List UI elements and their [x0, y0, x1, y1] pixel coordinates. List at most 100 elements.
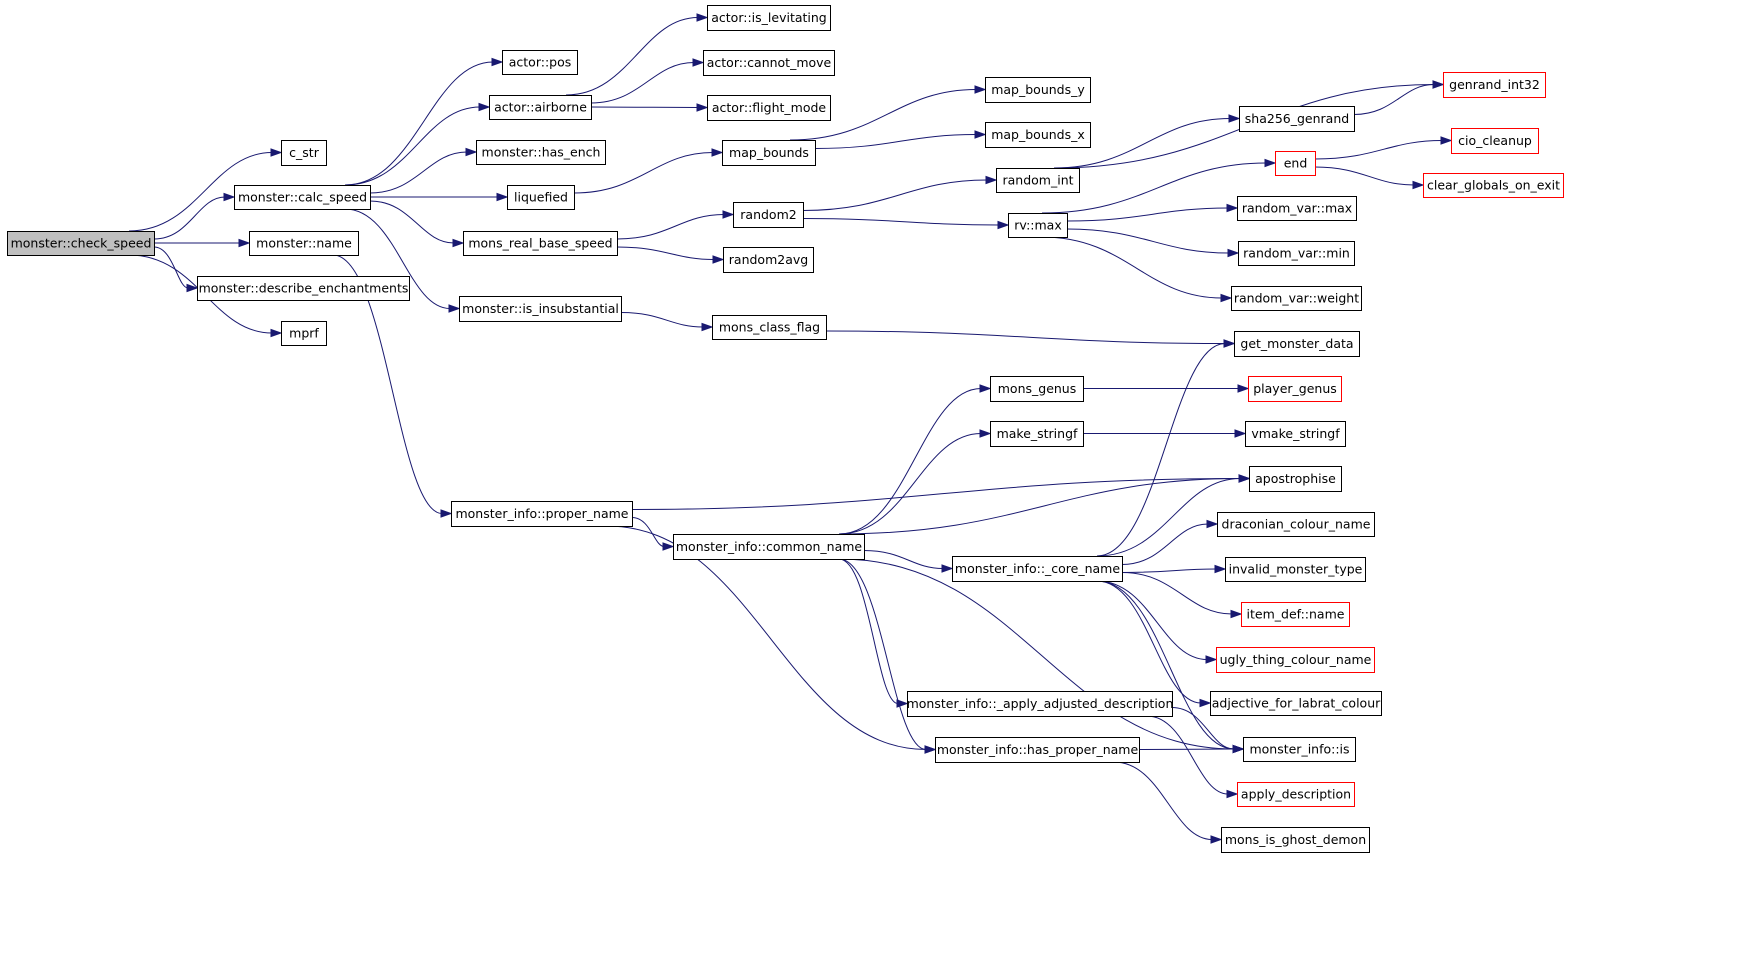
node-has-ench[interactable]: monster::has_ench [476, 140, 606, 165]
node-box [1275, 151, 1316, 176]
node-airborne[interactable]: actor::airborne [489, 95, 592, 120]
node-rv-var-max[interactable]: random_var::max [1237, 196, 1357, 221]
edge-rv-max-to-rv-var-min [1066, 228, 1240, 258]
node-label: monster_info::proper_name [455, 506, 628, 521]
node-label: monster::check_speed [11, 236, 152, 251]
node-box [990, 376, 1084, 402]
node-rv-var-weight[interactable]: random_var::weight [1231, 286, 1362, 311]
node-label: monster_info::_core_name [955, 561, 1120, 576]
node-label: vmake_stringf [1251, 426, 1340, 441]
edge-common-name-to-make-stringf [838, 429, 992, 535]
node-proper-name[interactable]: monster_info::proper_name [451, 501, 633, 527]
node-item-def-name[interactable]: item_def::name [1241, 602, 1350, 627]
node-get-monster-data[interactable]: get_monster_data [1234, 331, 1360, 357]
node-box [1225, 557, 1366, 582]
node-box [451, 501, 633, 527]
edge-common-name-to-has-proper-name [838, 558, 937, 754]
node-label: genrand_int32 [1449, 77, 1540, 92]
node-mi-is[interactable]: monster_info::is [1243, 737, 1356, 762]
node-label: cio_cleanup [1458, 133, 1532, 148]
node-core-name[interactable]: monster_info::_core_name [952, 556, 1123, 582]
edge-end-to-cio-cleanup [1314, 136, 1453, 160]
node-label: draconian_colour_name [1222, 517, 1371, 532]
node-calc-speed[interactable]: monster::calc_speed [234, 185, 371, 210]
node-has-proper-name[interactable]: monster_info::has_proper_name [935, 737, 1140, 763]
node-label: adjective_for_labrat_colour [1212, 696, 1381, 711]
node-box [935, 737, 1140, 763]
node-box [733, 202, 804, 228]
node-label: apply_description [1241, 787, 1351, 802]
node-label: make_stringf [997, 426, 1078, 441]
node-random2avg[interactable]: random2avg [723, 247, 814, 273]
node-box [507, 185, 575, 210]
node-make-stringf[interactable]: make_stringf [990, 421, 1084, 447]
node-box [985, 77, 1091, 103]
node-box [1248, 376, 1342, 402]
node-box [985, 122, 1091, 148]
edge-random2-to-random-int [802, 175, 998, 211]
node-mons-is-ghost-demon[interactable]: mons_is_ghost_demon [1221, 827, 1370, 853]
node-random2[interactable]: random2 [733, 202, 804, 228]
edge-check-speed-to-calc-speed [153, 192, 236, 240]
edge-calc-speed-to-liquefied [370, 192, 509, 202]
node-label: actor::pos [509, 55, 572, 70]
node-describe-ench[interactable]: monster::describe_enchantments [197, 276, 410, 301]
edge-calc-speed-to-airborne [344, 102, 491, 186]
node-c-str[interactable]: c_str [281, 140, 327, 166]
node-box [1243, 737, 1356, 762]
node-adjective-labrat[interactable]: adjective_for_labrat_colour [1210, 691, 1382, 716]
node-apply-adj-desc[interactable]: monster_info::_apply_adjusted_descriptio… [907, 691, 1174, 717]
node-genrand-int32[interactable]: genrand_int32 [1443, 72, 1546, 98]
node-box [1443, 72, 1546, 98]
edge-common-name-to-apply-adj-desc [838, 558, 909, 708]
node-end[interactable]: end [1275, 151, 1316, 176]
node-label: actor::flight_mode [712, 100, 827, 115]
node-mons-class-flag[interactable]: mons_class_flag [712, 315, 827, 340]
node-invalid-monster-type[interactable]: invalid_monster_type [1225, 557, 1366, 582]
node-box [234, 185, 371, 210]
node-clear-globals[interactable]: clear_globals_on_exit [1423, 173, 1564, 198]
node-player-genus[interactable]: player_genus [1248, 376, 1342, 402]
node-sha256[interactable]: sha256_genrand [1239, 106, 1355, 132]
node-box [673, 534, 865, 560]
node-apostrophise[interactable]: apostrophise [1249, 466, 1342, 492]
node-rv-max[interactable]: rv::max [1008, 213, 1068, 238]
node-box [1008, 213, 1068, 238]
node-map-bounds-y[interactable]: map_bounds_y [985, 77, 1091, 103]
node-label: mprf [289, 326, 319, 341]
node-vmake-stringf[interactable]: vmake_stringf [1245, 421, 1346, 447]
node-is-levitating[interactable]: actor::is_levitating [707, 5, 831, 31]
node-map-bounds-x[interactable]: map_bounds_x [985, 122, 1091, 148]
node-apply-description[interactable]: apply_description [1237, 782, 1355, 807]
node-check-speed[interactable]: monster::check_speed [7, 231, 155, 256]
node-mons-genus[interactable]: mons_genus [990, 376, 1084, 402]
node-ugly-thing-colour-name[interactable]: ugly_thing_colour_name [1216, 647, 1375, 673]
node-draconian-colour-name[interactable]: draconian_colour_name [1217, 512, 1375, 537]
node-box [281, 321, 327, 346]
node-label: monster::is_insubstantial [462, 301, 619, 316]
node-box [1239, 106, 1355, 132]
node-label: invalid_monster_type [1229, 562, 1363, 577]
node-map-bounds[interactable]: map_bounds [722, 140, 816, 166]
edge-core-name-to-apostrophise [1096, 474, 1251, 557]
node-layer: monster::check_speed c_strmonster::calc_s… [7, 5, 1564, 853]
node-random-int[interactable]: random_int [996, 168, 1080, 193]
edge-rv-max-to-rv-var-max [1066, 203, 1239, 222]
node-flight-mode[interactable]: actor::flight_mode [707, 95, 831, 121]
node-is-insubstantial[interactable]: monster::is_insubstantial [459, 296, 622, 322]
node-common-name[interactable]: monster_info::common_name [673, 534, 865, 560]
node-mons-real-base-speed[interactable]: mons_real_base_speed [463, 231, 618, 256]
node-cio-cleanup[interactable]: cio_cleanup [1451, 128, 1539, 154]
node-cannot-move[interactable]: actor::cannot_move [703, 50, 835, 76]
edge-liquefied-to-map-bounds [573, 148, 724, 194]
node-mprf[interactable]: mprf [281, 321, 327, 346]
edge-has-proper-name-to-mi-is [1138, 744, 1245, 754]
node-pos[interactable]: actor::pos [502, 50, 578, 75]
node-mname[interactable]: monster::name [249, 231, 359, 256]
node-box [1210, 691, 1382, 716]
node-rv-var-min[interactable]: random_var::min [1238, 241, 1355, 266]
node-box [1234, 331, 1360, 357]
node-liquefied[interactable]: liquefied [507, 185, 575, 210]
node-label: mons_real_base_speed [468, 236, 612, 251]
